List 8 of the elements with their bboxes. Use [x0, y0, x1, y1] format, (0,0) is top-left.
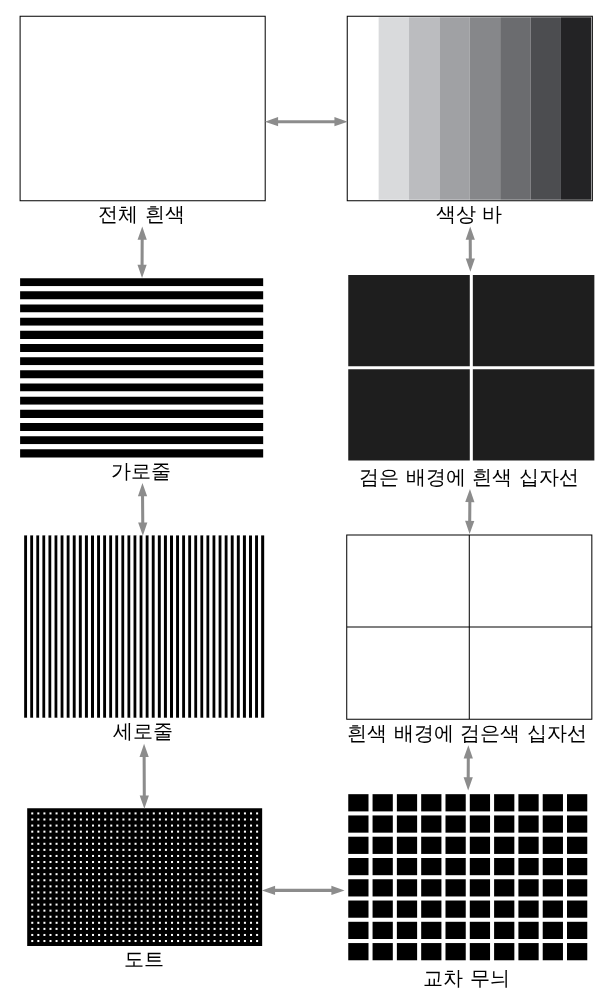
- node-label: 세로줄: [112, 718, 173, 743]
- node-label: 전체 흰색: [97, 201, 185, 226]
- node-label: 도트: [123, 947, 164, 972]
- node-label: 가로줄: [110, 458, 171, 483]
- node-label: 교차 무늬: [422, 965, 510, 990]
- node-label: 흰색 배경에 검은색 십자선: [346, 720, 587, 745]
- node-label: 색상 바: [435, 201, 502, 226]
- node-label: 검은 배경에 흰색 십자선: [358, 464, 579, 489]
